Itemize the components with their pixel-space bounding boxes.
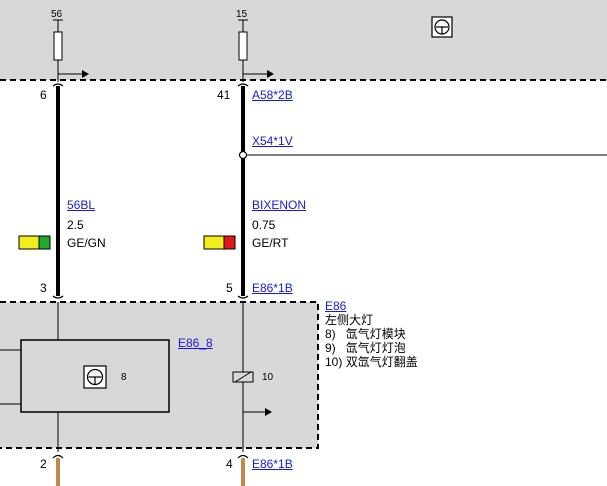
wire-color-swatch-right [203,235,236,250]
fuse-icon [238,19,248,82]
headlamp-component-border [0,301,319,449]
ground-symbol-icon [83,365,107,389]
component-title: 左侧大灯 [325,313,374,327]
wire-color-code: GE/RT [252,236,289,250]
arrow-icon [58,70,89,78]
module-ref: 8 [121,372,127,383]
wire-name-link[interactable]: BIXENON [252,198,307,212]
pin-cap [52,454,64,459]
wire-color-swatch-left [18,235,51,250]
fuse-terminal-label-right: 15 [236,9,248,20]
pin-cap [52,83,64,87]
pin-label: 41 [217,88,231,102]
wire-name-link[interactable]: 56BL [67,198,96,212]
pin-label: 2 [40,457,47,471]
pin-label: 6 [40,88,47,102]
fuse-box-area [0,0,607,80]
ground-symbol-icon[interactable] [431,16,453,38]
pin-label: 5 [226,281,233,295]
pin-cap [237,83,249,87]
module-id-link[interactable]: E86_8 [178,336,213,350]
connector-link[interactable]: E86*1B [252,281,293,295]
connector-link[interactable]: A58*2B [252,88,293,102]
wire-gauge: 2.5 [67,218,84,232]
pin-label: 4 [226,457,233,471]
component-legend: E86 左侧大灯 8) 氙气灯模块 9) 氙气灯灯泡 10) 双氙气灯翻盖 [325,299,418,369]
arrow-icon [243,408,272,416]
pin-cap [52,295,64,299]
wire-color-code: GE/GN [67,236,106,250]
pin-label: 3 [40,281,47,295]
coil-icon [232,371,254,383]
pin-cap [237,295,249,299]
coil-ref: 10 [262,372,274,383]
arrow-icon [243,70,274,78]
fuse-icon [53,19,63,82]
wire-gauge: 0.75 [252,218,276,232]
legend-item: 8) 氙气灯模块 [325,327,406,341]
splice-point [238,150,248,160]
connector-link[interactable]: X54*1V [252,134,293,148]
legend-item: 10) 双氙气灯翻盖 [325,355,418,369]
pin-cap [237,454,249,459]
component-id-link[interactable]: E86 [325,299,347,313]
fuse-terminal-label-left: 56 [51,9,63,20]
connector-link[interactable]: E86*1B [252,457,293,471]
legend-item: 9) 氙气灯灯泡 [325,341,406,355]
